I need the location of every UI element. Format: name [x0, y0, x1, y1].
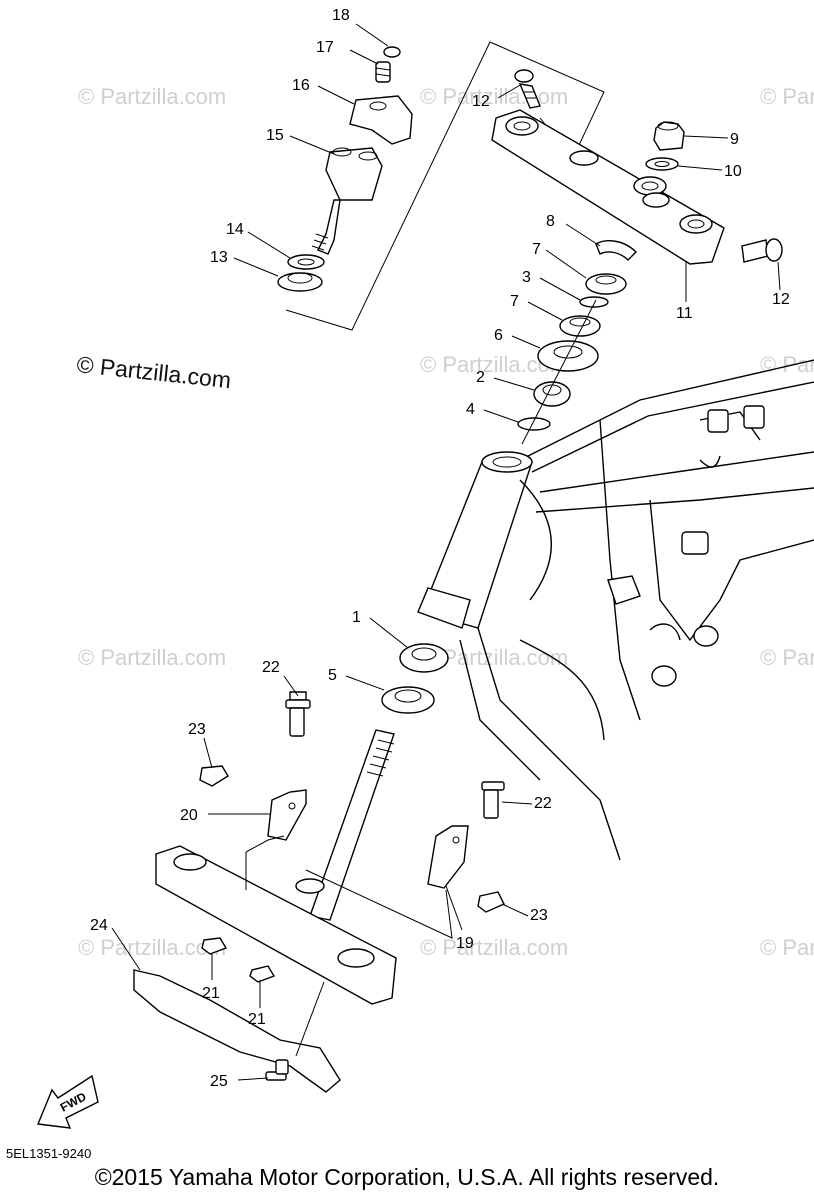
callout-13: 13	[210, 249, 228, 266]
part-5-seal	[381, 686, 435, 714]
callout-23-right: 23	[530, 907, 548, 924]
callout-22-left: 22	[262, 659, 280, 676]
callout-19: 19	[456, 935, 474, 952]
leader-lines	[111, 23, 781, 1081]
part-21-nut-lower	[249, 965, 276, 983]
under-bracket	[155, 845, 397, 1005]
callout-24: 24	[90, 917, 108, 934]
part-19-bracket	[427, 825, 469, 889]
callout-12-right: 12	[772, 291, 790, 308]
watermark-faded: © Partzilla.com	[760, 84, 814, 109]
watermark-faded: © Partzilla.com	[420, 84, 568, 109]
callout-4: 4	[466, 401, 475, 418]
part-7-ring-nut-lower	[559, 315, 601, 337]
callout-7-lower: 7	[510, 293, 519, 310]
part-25-bolt	[265, 1059, 289, 1081]
callout-5: 5	[328, 667, 337, 684]
part-8-lock-washer	[595, 240, 637, 261]
part-20-bracket	[267, 789, 307, 841]
part-11-upper-bracket	[491, 109, 725, 265]
part-14-washer	[287, 254, 325, 270]
watermark-main: © Partzilla.com	[75, 351, 232, 393]
part-22-bolt-left	[285, 691, 311, 737]
steering-stem	[309, 729, 395, 921]
watermark-faded: © Partzilla.com	[420, 935, 568, 960]
part-18-cap	[383, 46, 401, 58]
callout-1: 1	[352, 609, 361, 626]
part-1-bearing-lower	[399, 643, 449, 673]
callout-21-upper: 21	[202, 985, 220, 1002]
part-12-bolt-top	[514, 69, 541, 109]
callout-6: 6	[494, 327, 503, 344]
watermark-faded: © Partzilla.com	[760, 352, 814, 377]
callout-25: 25	[210, 1073, 228, 1090]
callout-2: 2	[476, 369, 485, 386]
part-24-guide-plate	[133, 969, 341, 1093]
callout-11: 11	[676, 305, 693, 322]
callout-10: 10	[724, 163, 742, 180]
callout-22-right: 22	[534, 795, 552, 812]
watermark-faded: © Partzilla.com	[760, 645, 814, 670]
frame	[417, 359, 814, 861]
callout-8: 8	[546, 213, 555, 230]
callout-3: 3	[522, 269, 531, 286]
part-16-handlebar-upper-holder	[349, 95, 413, 145]
copyright-notice: ©2015 Yamaha Motor Corporation, U.S.A. A…	[94, 1164, 720, 1190]
callout-7-upper: 7	[532, 241, 541, 258]
part-15-handlebar-lower-holder	[311, 147, 383, 255]
part-9-nut	[653, 121, 685, 151]
part-12-bolt-right	[741, 238, 783, 263]
callout-9: 9	[730, 131, 739, 148]
part-10-washer	[645, 157, 679, 171]
watermark-faded: © Partzilla.com	[78, 645, 226, 670]
callout-14: 14	[226, 221, 244, 238]
callouts: 18 17 16 15 14 13 12 9 10 11 12 8 7 3 7 …	[90, 7, 790, 1090]
callout-23-left: 23	[188, 721, 206, 738]
callout-15: 15	[266, 127, 284, 144]
part-3-washer	[579, 296, 609, 308]
diagram-code: 5EL1351-9240	[6, 1146, 92, 1161]
part-22-bolt-right	[481, 781, 505, 819]
callout-20: 20	[180, 807, 198, 824]
part-23-clip-right	[477, 891, 505, 913]
part-13-damper	[277, 272, 323, 292]
part-7-ring-nut-upper	[585, 273, 627, 295]
part-4-race	[517, 417, 551, 431]
watermark-faded: © Partzilla.com	[78, 84, 226, 109]
part-6-bearing-cover	[537, 340, 599, 372]
watermark-faded: © Partzilla.com	[760, 935, 814, 960]
part-17-bolt	[375, 61, 391, 83]
callout-12-top: 12	[472, 93, 490, 110]
callout-17: 17	[316, 39, 334, 56]
fwd-arrow-icon: FWD	[37, 1074, 99, 1129]
part-21-nut-upper	[201, 937, 228, 955]
callout-16: 16	[292, 77, 310, 94]
part-23-clip-left	[199, 765, 229, 787]
callout-18: 18	[332, 7, 350, 24]
callout-21-lower: 21	[248, 1011, 266, 1028]
